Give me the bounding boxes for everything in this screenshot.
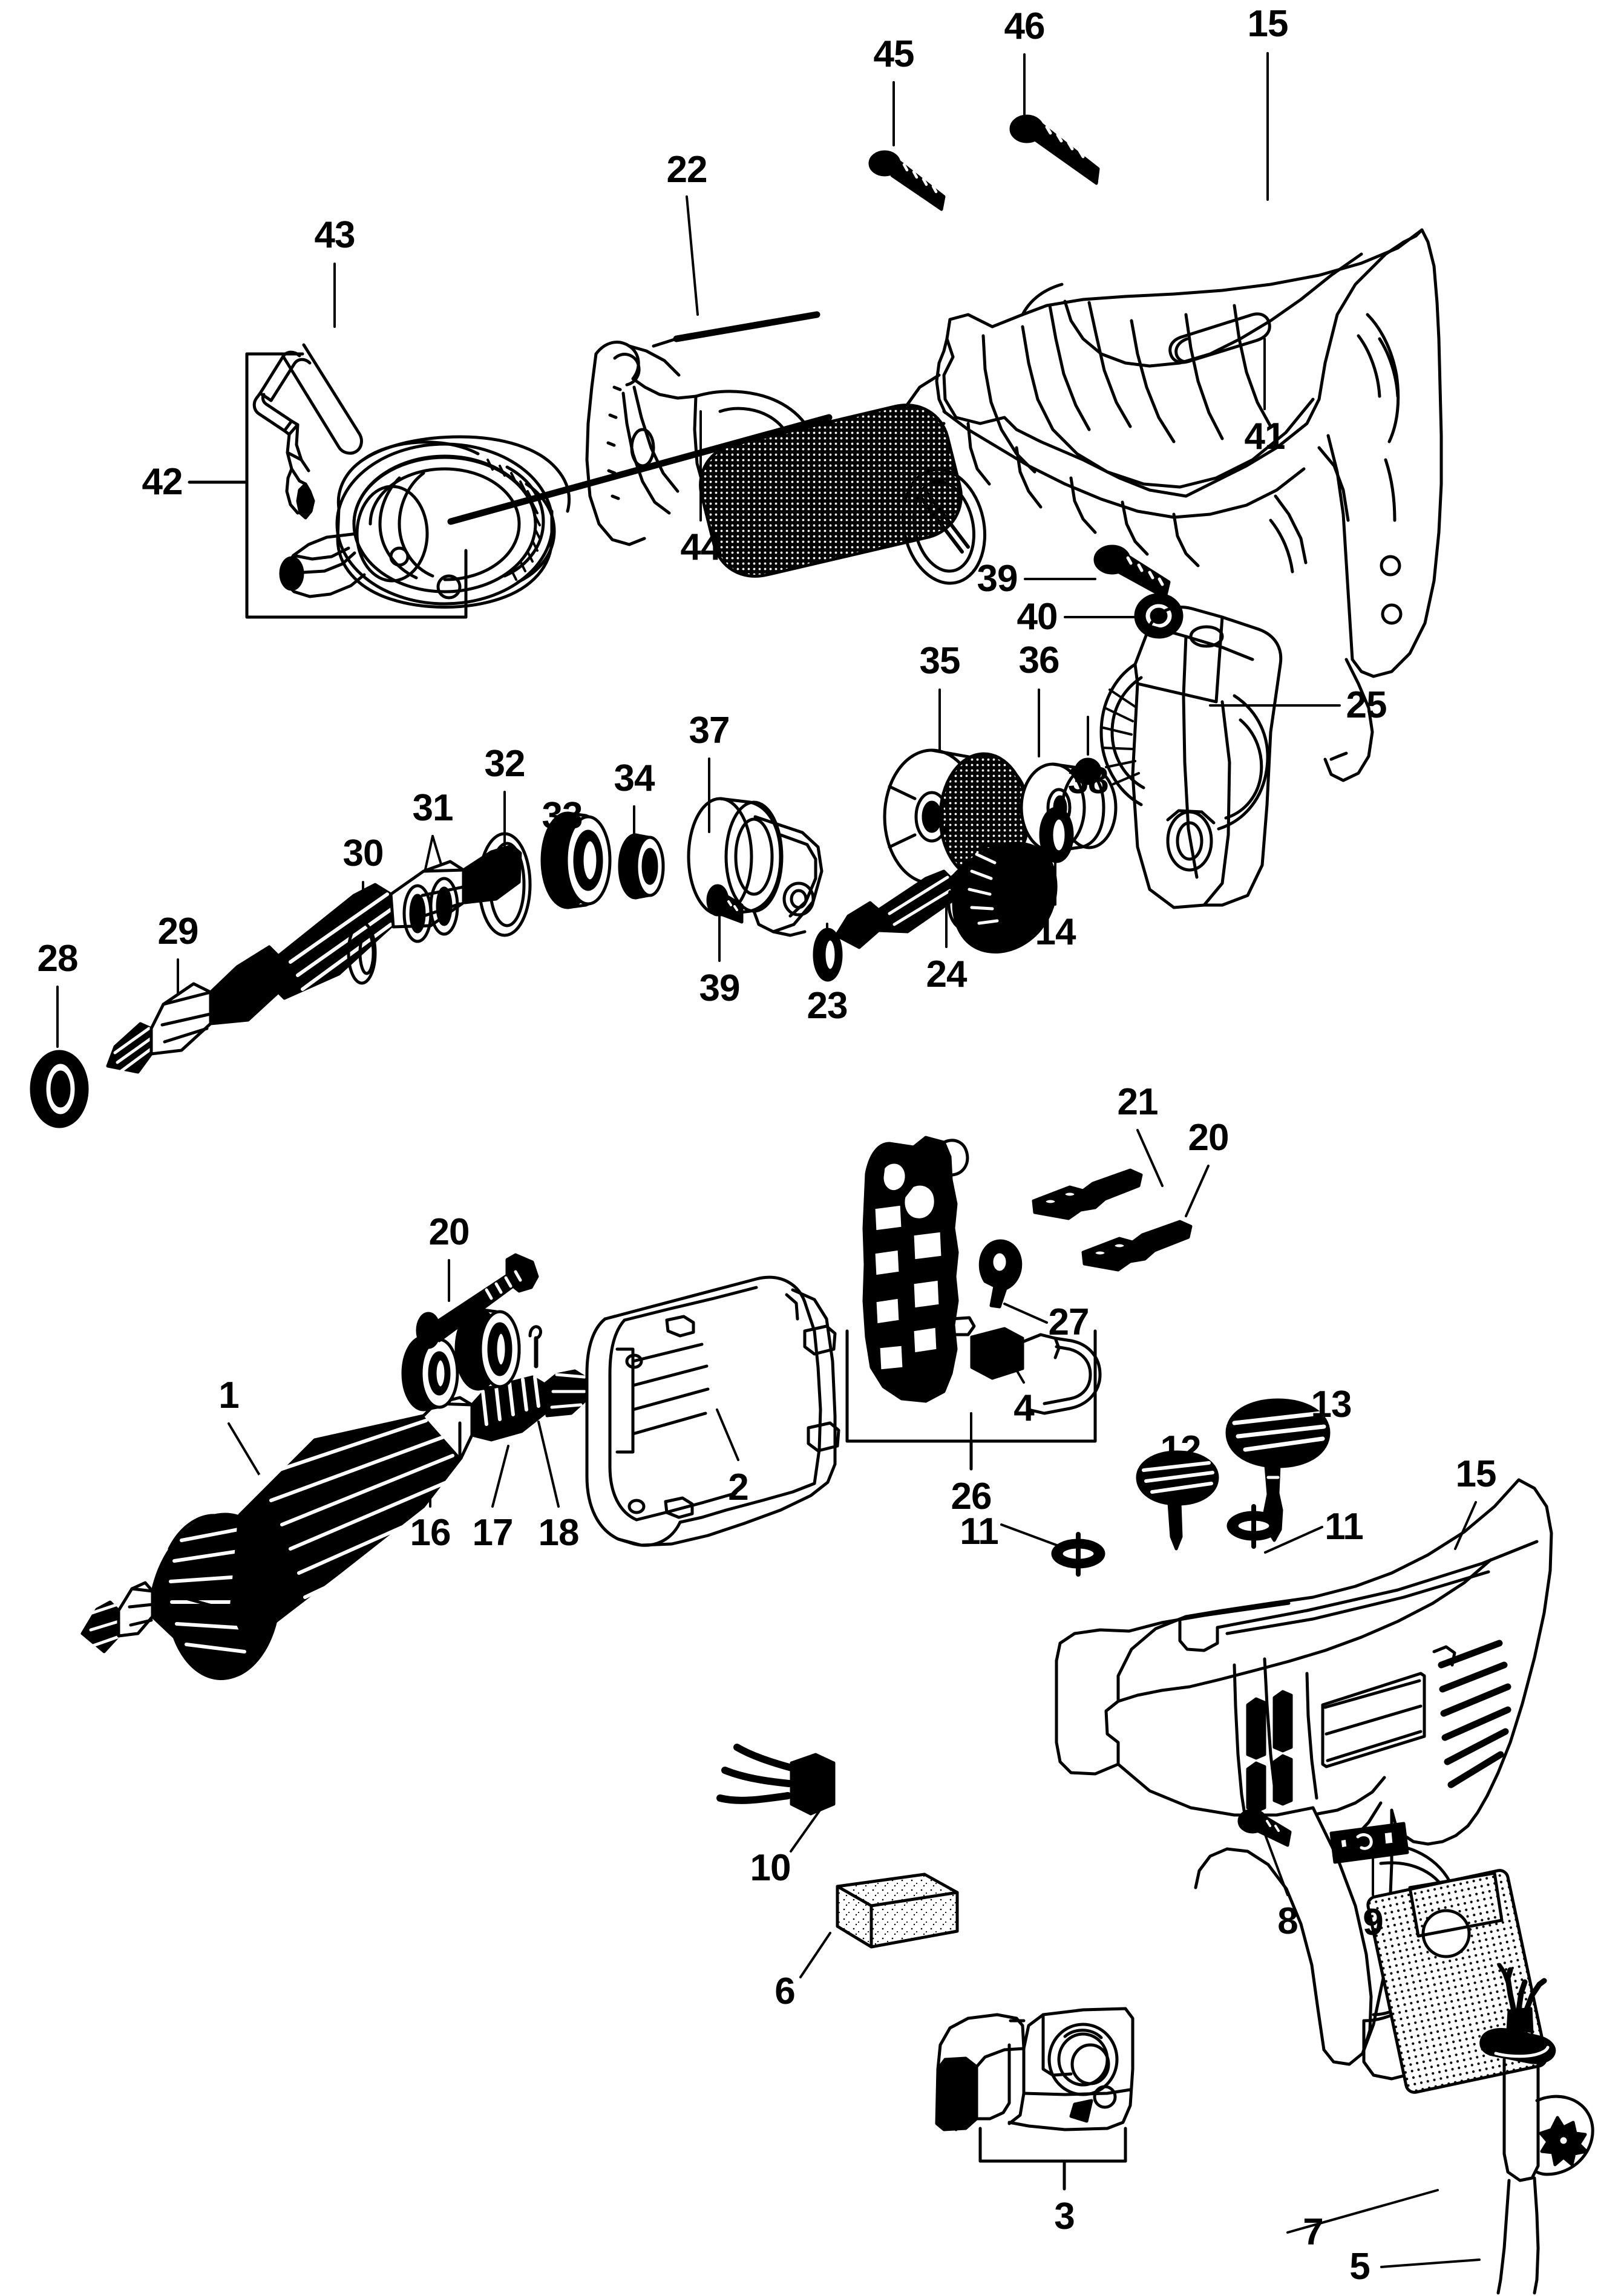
carbon-brush-4	[970, 1327, 1102, 1415]
ball-38	[1074, 757, 1102, 785]
shim-washers-31	[402, 877, 459, 943]
strain-relief-7	[1479, 1963, 1594, 2182]
callout-22: 22	[666, 149, 708, 191]
o-ring-30	[347, 921, 377, 985]
callout-1: 1	[218, 1375, 239, 1416]
callout-16: 16	[410, 1512, 451, 1554]
callout-34: 34	[614, 757, 655, 799]
brush-lead-10	[716, 1744, 836, 1816]
power-cord-5	[1496, 2176, 1540, 2295]
callout-37: 37	[689, 710, 730, 751]
callout-43: 43	[314, 214, 356, 256]
spring-pin-18	[528, 1325, 542, 1369]
callout-15-rear: 15	[1247, 3, 1289, 45]
housing-front-half	[1055, 1478, 1553, 2094]
callout-20-terminal: 20	[1188, 1117, 1230, 1159]
screw-45	[868, 150, 946, 211]
bracket-26	[845, 1329, 1097, 1471]
callout-39-top: 39	[977, 558, 1018, 600]
callout-28: 28	[37, 938, 79, 980]
trigger-switch-3	[935, 2007, 1135, 2131]
washer-14	[1039, 806, 1074, 863]
callout-32: 32	[484, 743, 526, 785]
side-handle-44	[585, 341, 987, 585]
callout-18: 18	[538, 1512, 580, 1554]
callout-12: 12	[1160, 1428, 1202, 1470]
callout-40: 40	[1017, 596, 1058, 638]
brush-block-6	[836, 1872, 959, 1949]
knob-large-13	[1225, 1398, 1331, 1542]
callout-5: 5	[1349, 2246, 1370, 2288]
callout-36: 36	[1018, 639, 1060, 681]
screw-20-long	[416, 1253, 539, 1349]
callout-41: 41	[1244, 416, 1286, 457]
knob-small-12	[1136, 1450, 1219, 1551]
mode-selector-25	[1099, 606, 1283, 909]
callout-35: 35	[919, 640, 961, 682]
callout-44: 44	[680, 526, 722, 568]
terminal-20	[1081, 1220, 1193, 1272]
callout-10: 10	[750, 1847, 791, 1889]
callout-6: 6	[774, 1971, 795, 2012]
callout-20-screw: 20	[428, 1211, 470, 1253]
bracket-3	[978, 2127, 1127, 2191]
callout-9: 9	[1363, 1902, 1383, 1943]
callout-11-right: 11	[1325, 1506, 1364, 1548]
callout-26: 26	[951, 1476, 992, 1517]
callout-11-left: 11	[960, 1511, 999, 1552]
callout-21: 21	[1117, 1081, 1159, 1123]
callout-4: 4	[1013, 1387, 1034, 1429]
washer-11-left	[1051, 1532, 1105, 1577]
intermediate-shaft-24	[834, 842, 1058, 953]
housing-rear-half	[869, 228, 1443, 782]
bearing-cup-17	[454, 1307, 521, 1391]
callout-23: 23	[807, 985, 848, 1027]
washer-28	[30, 1050, 89, 1128]
chuck-key-43	[252, 343, 363, 520]
washer-11-right	[1226, 1504, 1281, 1549]
callout-14: 14	[1035, 911, 1076, 953]
callout-29: 29	[157, 911, 199, 952]
callout-31: 31	[412, 787, 454, 829]
callout-33: 33	[542, 795, 583, 837]
bracket-42	[188, 352, 468, 619]
washer-23	[813, 927, 843, 982]
callout-45: 45	[873, 33, 915, 75]
callout-24: 24	[926, 953, 968, 995]
callout-30: 30	[342, 832, 384, 874]
chuck-42	[279, 435, 571, 609]
ball-bearing-16	[401, 1335, 459, 1411]
callout-42: 42	[142, 461, 183, 503]
screw-8	[1237, 1808, 1292, 1847]
callout-13: 13	[1311, 1384, 1352, 1425]
spindle-29	[106, 844, 522, 1074]
leader-lines	[56, 52, 1481, 2268]
callout-27: 27	[1048, 1301, 1090, 1343]
callout-3: 3	[1054, 2196, 1075, 2237]
callout-46: 46	[1004, 5, 1046, 47]
screw-46	[1009, 114, 1100, 185]
callout-17: 17	[472, 1512, 514, 1554]
callout-8: 8	[1277, 1900, 1298, 1942]
pin-41	[1168, 312, 1271, 364]
field-stator-2	[585, 1275, 840, 1547]
brush-holder-plate	[862, 1136, 976, 1403]
callout-39-mid: 39	[699, 967, 741, 1009]
screw-39-top	[1093, 545, 1171, 600]
callout-38: 38	[1067, 760, 1109, 802]
callout-25: 25	[1346, 684, 1387, 726]
o-ring-32	[477, 832, 532, 937]
ball-bearing-33	[540, 811, 612, 909]
retaining-clip-27	[978, 1239, 1023, 1309]
callout-7: 7	[1303, 2211, 1323, 2253]
callout-15-front: 15	[1455, 1453, 1497, 1495]
terminal-21	[1032, 1168, 1143, 1220]
screw-39-mid	[706, 884, 744, 924]
nameplate-9	[1329, 1822, 1409, 1864]
callout-2: 2	[728, 1467, 748, 1508]
washer-34	[618, 833, 665, 900]
armature-1	[80, 1369, 586, 1680]
